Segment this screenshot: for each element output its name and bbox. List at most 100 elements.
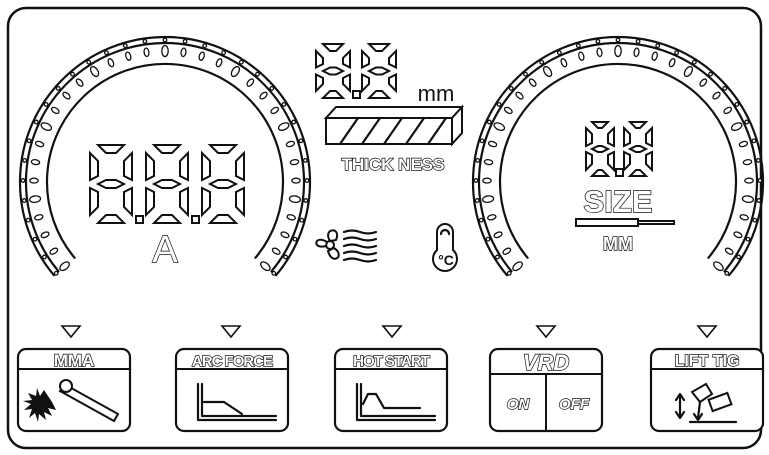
mode-mma[interactable]: MMA bbox=[16, 347, 132, 433]
digit-segment bbox=[207, 179, 239, 189]
gauge-bead bbox=[752, 217, 758, 223]
digit-segment bbox=[95, 144, 127, 154]
arc-force-curve-icon bbox=[196, 382, 278, 422]
digit-segment bbox=[645, 150, 653, 173]
digit-segment bbox=[645, 125, 653, 148]
fan-icon bbox=[315, 229, 378, 263]
gauge-tick bbox=[483, 158, 494, 166]
gauge-bead bbox=[303, 198, 309, 203]
mode-vrd[interactable]: VRD ON OFF bbox=[488, 347, 604, 433]
electrode-size-icon bbox=[575, 218, 675, 227]
gauge-bead bbox=[41, 254, 47, 260]
gauge-bead bbox=[291, 119, 297, 125]
gauge-bead bbox=[751, 138, 757, 144]
digit-segment bbox=[201, 150, 211, 182]
electrode-spark-icon bbox=[23, 379, 120, 423]
gauge-bead bbox=[473, 178, 479, 183]
gauge-bead bbox=[182, 38, 188, 44]
digit-segment bbox=[95, 214, 127, 224]
digit-segment bbox=[151, 179, 183, 189]
gauge-tick bbox=[713, 261, 724, 272]
gauge-bead bbox=[595, 38, 601, 44]
gauge-tick bbox=[288, 195, 302, 204]
gauge-bead bbox=[298, 138, 304, 144]
digit-segment bbox=[607, 125, 615, 148]
gauge-tick bbox=[230, 65, 241, 78]
mode-lift-tig[interactable]: LIFT TIG bbox=[649, 347, 765, 433]
digit-segment bbox=[179, 186, 189, 218]
gauge-bead bbox=[635, 38, 641, 44]
gauge-tick bbox=[34, 214, 44, 221]
digit-segment bbox=[207, 144, 239, 154]
gauge-tick bbox=[125, 51, 132, 61]
gauge-bead bbox=[21, 198, 27, 203]
gauge-tick bbox=[699, 78, 708, 87]
gauge-tick bbox=[259, 91, 268, 100]
gauge-tick bbox=[742, 158, 753, 166]
right-gauge-ring bbox=[471, 35, 765, 277]
digit-segment bbox=[589, 145, 611, 153]
digit-segment bbox=[123, 150, 133, 182]
gauge-bead bbox=[479, 138, 485, 144]
gauge-tick bbox=[560, 58, 568, 68]
gauge-bead bbox=[238, 59, 244, 65]
gauge-bead bbox=[22, 157, 28, 163]
digit-segment bbox=[315, 48, 324, 70]
gauge-tick bbox=[493, 122, 506, 131]
ampere-unit-label: A bbox=[152, 229, 178, 271]
gauge-bead bbox=[304, 178, 310, 183]
digit-segment bbox=[315, 72, 324, 94]
mode-hot-start[interactable]: HOT START bbox=[333, 347, 449, 433]
mode-arc-force-label: ARC FORCE bbox=[192, 353, 273, 370]
mode-lift-tig-label: LIFT TIG bbox=[675, 353, 740, 370]
decimal-point bbox=[352, 90, 361, 99]
digit-segment bbox=[89, 186, 99, 218]
gauge-tick bbox=[481, 195, 495, 204]
digit-segment bbox=[235, 150, 245, 182]
gauge-tick bbox=[29, 177, 39, 184]
gauge-tick bbox=[683, 65, 694, 78]
gauge-tick bbox=[28, 195, 42, 204]
gauge-bead bbox=[539, 59, 545, 65]
digit-segment bbox=[235, 186, 245, 218]
thickness-unit-label: mm bbox=[418, 81, 455, 106]
gauge-outer-arc-inner bbox=[477, 41, 759, 273]
gauge-tick bbox=[724, 247, 734, 255]
gauge-tick bbox=[40, 231, 50, 239]
gauge-bead bbox=[506, 270, 512, 276]
gauge-tick bbox=[515, 91, 524, 100]
gauge-bead bbox=[708, 71, 713, 77]
gauge-tick bbox=[260, 261, 271, 272]
gauge-bead bbox=[25, 217, 31, 223]
gauge-bead bbox=[302, 157, 308, 163]
gauge-tick bbox=[614, 44, 622, 58]
gauge-bead bbox=[496, 101, 502, 107]
gauge-tick bbox=[277, 122, 290, 131]
gauge-bead bbox=[756, 198, 762, 203]
left-digit-display bbox=[89, 144, 245, 224]
mode-arc-force[interactable]: ARC FORCE bbox=[174, 347, 290, 433]
gauge-bead bbox=[32, 236, 38, 242]
gauge-bead bbox=[475, 157, 481, 163]
gauge-tick bbox=[286, 214, 296, 221]
digit-segment bbox=[388, 72, 397, 94]
gauge-bead bbox=[494, 254, 500, 260]
gauge-tick bbox=[289, 158, 300, 166]
digit-segment bbox=[585, 150, 593, 173]
gauge-tick bbox=[578, 51, 585, 61]
gauge-tick bbox=[712, 91, 721, 100]
gauge-tick bbox=[161, 44, 169, 58]
gauge-bead bbox=[757, 178, 763, 183]
gauge-bead bbox=[162, 37, 168, 43]
gauge-bead bbox=[575, 43, 581, 49]
digit-segment bbox=[342, 72, 351, 94]
gauge-tick bbox=[668, 58, 676, 68]
digit-segment bbox=[320, 66, 346, 76]
gauge-bead bbox=[281, 101, 287, 107]
gauge-outer-arc bbox=[18, 35, 312, 277]
gauge-bead bbox=[734, 101, 740, 107]
gauge-bead bbox=[655, 43, 661, 49]
gauge-bead bbox=[722, 85, 728, 91]
mode-vrd-label: VRD bbox=[523, 350, 570, 375]
